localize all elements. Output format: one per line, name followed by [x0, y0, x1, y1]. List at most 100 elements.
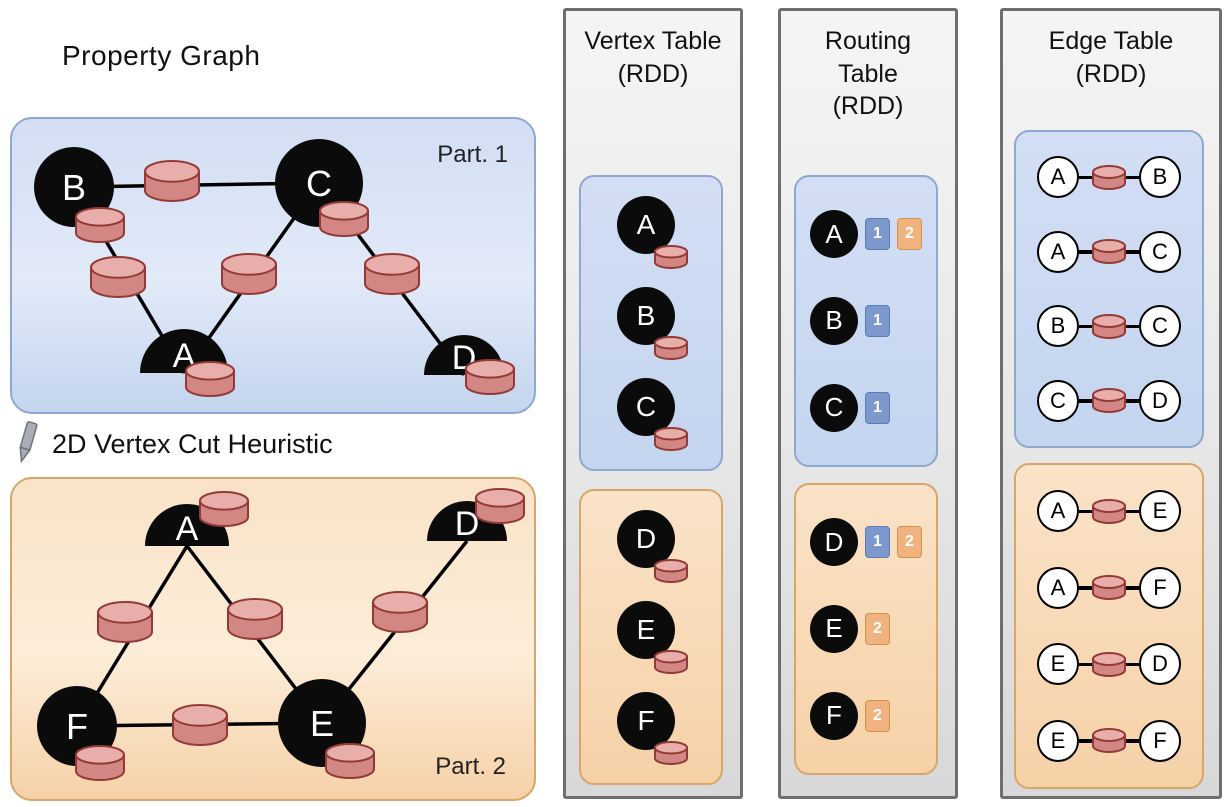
property-cylinder-icon: [90, 256, 146, 298]
property-cylinder-icon: [227, 597, 283, 640]
edge-line: [1126, 324, 1139, 328]
routing-slot-part2: 2: [865, 612, 890, 645]
property-cylinder-icon: [1092, 498, 1126, 524]
property-cylinder-icon: [1092, 313, 1126, 339]
routing-slot-part2: 2: [897, 218, 922, 251]
property-cylinder-icon: [1092, 313, 1126, 339]
edge-line: [1079, 662, 1092, 666]
vertex-D: D: [617, 510, 675, 569]
property-cylinder-icon: [1092, 575, 1126, 601]
property-graph-title: Property Graph: [62, 40, 261, 71]
routing-slot-part2: 2: [897, 526, 922, 559]
vertex-C: C: [1037, 379, 1079, 422]
property-cylinder-icon: [1092, 239, 1126, 265]
vertex-label: C: [306, 163, 332, 204]
vertex-cut-label: 2D Vertex Cut Heuristic: [52, 429, 333, 459]
property-cylinder-icon: [654, 740, 688, 765]
property-cylinder-icon: [325, 743, 375, 779]
vertex-E: E: [1139, 490, 1181, 533]
vertex-label: A: [176, 510, 199, 548]
property-cylinder-icon: [1092, 575, 1126, 601]
property-cylinder-icon: [1092, 728, 1126, 754]
edge-line: [1126, 175, 1139, 179]
edge-line: [1079, 399, 1092, 403]
property-cylinder-icon: [1092, 164, 1126, 190]
vertex-cut-row: 2D Vertex Cut Heuristic: [14, 420, 333, 469]
vertex-A: A: [810, 210, 858, 259]
property-cylinder-icon: [185, 361, 235, 397]
edge-line: [1079, 250, 1092, 254]
property-cylinder-icon: [654, 245, 688, 270]
vertex-B: B: [810, 296, 858, 345]
edge-line: [1079, 739, 1092, 743]
routing-slot-part1: 1: [865, 391, 890, 424]
edge-line: [1079, 586, 1092, 590]
vertex-F: F: [1139, 719, 1181, 762]
routing-table-header-line: Routing: [824, 27, 912, 55]
pencil-icon: [14, 420, 40, 469]
property-cylinder-icon: [199, 491, 249, 527]
property-cylinder-icon: [654, 559, 688, 584]
vertex-table-header-line: Vertex Table: [584, 27, 722, 55]
vertex-E: E: [617, 600, 675, 659]
vertex-D: D: [810, 518, 858, 567]
vertex-label: F: [66, 706, 88, 747]
property-cylinder-icon: [654, 426, 688, 451]
edge-table-header: Edge Table (RDD): [1003, 11, 1219, 90]
vertex-B: B: [1139, 156, 1181, 199]
property-cylinder-icon: [97, 600, 153, 643]
vertex-A: A: [1037, 490, 1079, 533]
vertex-table-header-line: (RDD): [617, 59, 689, 88]
property-cylinder-icon: [1092, 239, 1126, 265]
vertex-C: C: [617, 377, 675, 436]
routing-table-header-line: Table: [838, 59, 898, 88]
property-cylinder-icon: [319, 201, 369, 237]
property-cylinder-icon: [1092, 651, 1126, 677]
vertex-table-header: Vertex Table (RDD): [566, 11, 740, 90]
property-cylinder-icon: [75, 745, 125, 781]
edge-line: [1126, 250, 1139, 254]
vertex-B: [34, 147, 114, 227]
edge-line: [1126, 399, 1139, 403]
vertex-C: C: [1139, 305, 1181, 348]
vertex-A: A: [1037, 156, 1079, 199]
property-cylinder-icon: [1092, 498, 1126, 524]
vertex-E: E: [1037, 643, 1079, 686]
vertex-label: B: [62, 167, 86, 208]
property-cylinder-icon: [1092, 728, 1126, 754]
property-cylinder-icon: [654, 649, 688, 674]
routing-slot-part1: 1: [865, 304, 890, 337]
routing-slot-part1: 1: [865, 218, 890, 251]
vertex-F: F: [617, 691, 675, 750]
vertex-D: D: [1139, 643, 1181, 686]
vertex-C: C: [810, 383, 858, 432]
vertex-table-item: E: [613, 599, 689, 675]
vertex-F: F: [810, 691, 858, 740]
property-cylinder-icon: [654, 426, 688, 451]
property-cylinder-icon: [372, 591, 428, 633]
property-cylinder-icon: [1092, 388, 1126, 414]
edge-line: [1126, 662, 1139, 666]
vertex-table-item: D: [613, 508, 689, 584]
routing-slot-part2: 2: [865, 699, 890, 732]
edge-line: [1126, 509, 1139, 513]
